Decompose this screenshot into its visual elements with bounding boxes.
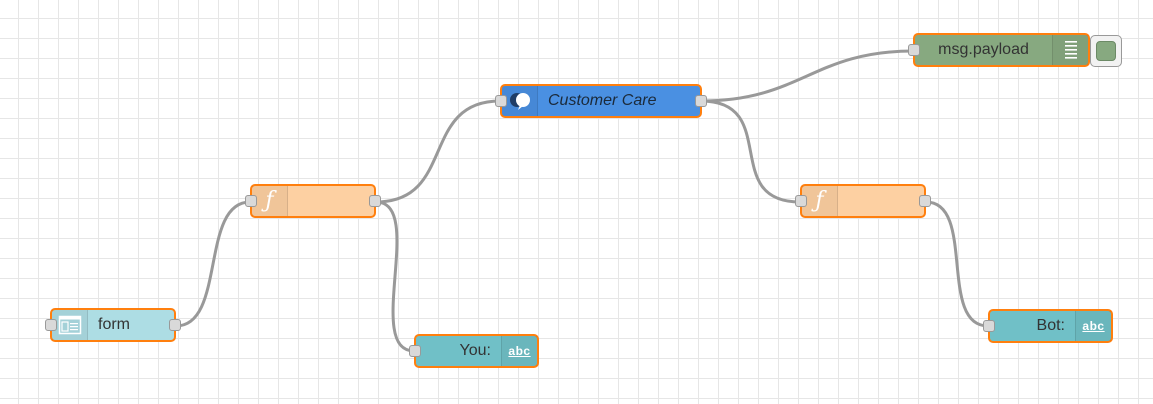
text-bot-node[interactable]: Bot: abc [983,309,1113,343]
node-label: You: [459,342,491,359]
output-port[interactable] [695,95,707,107]
customer-care-node[interactable]: Customer Care [495,84,707,118]
form-icon [52,310,88,340]
abc-icon: abc [1075,311,1111,341]
wire-customer-care-to-debug[interactable] [700,49,914,103]
output-port[interactable] [369,195,381,207]
input-port[interactable] [245,195,257,207]
function-icon: ƒ [802,186,838,216]
form-node[interactable]: form [45,308,181,342]
wire-function-left-to-customer-care[interactable] [375,99,501,204]
node-label: Customer Care [548,92,657,109]
wire-function-left-to-you[interactable] [375,200,415,353]
input-port[interactable] [795,195,807,207]
output-port[interactable] [919,195,931,207]
list-icon [1052,35,1088,65]
output-port[interactable] [169,319,181,331]
wire-form-to-function-left[interactable] [175,200,251,328]
input-port[interactable] [45,319,57,331]
wire-function-right-to-bot[interactable] [925,200,989,328]
input-port[interactable] [983,320,995,332]
abc-icon: abc [501,336,537,366]
function-node-right[interactable]: ƒ [795,184,931,218]
function-node-left[interactable]: ƒ [245,184,381,218]
text-you-node[interactable]: You: abc [409,334,539,368]
debug-node[interactable]: msg.payload [908,33,1090,67]
input-port[interactable] [409,345,421,357]
node-label: Bot: [1036,317,1065,334]
input-port[interactable] [908,44,920,56]
wire-customer-care-to-function-right[interactable] [700,99,801,204]
function-icon: ƒ [252,186,288,216]
node-label: form [98,316,130,333]
node-label: msg.payload [938,41,1029,58]
chat-bubbles-icon [502,86,538,116]
debug-toggle-indicator [1096,41,1116,61]
input-port[interactable] [495,95,507,107]
debug-toggle-button[interactable] [1090,35,1122,67]
